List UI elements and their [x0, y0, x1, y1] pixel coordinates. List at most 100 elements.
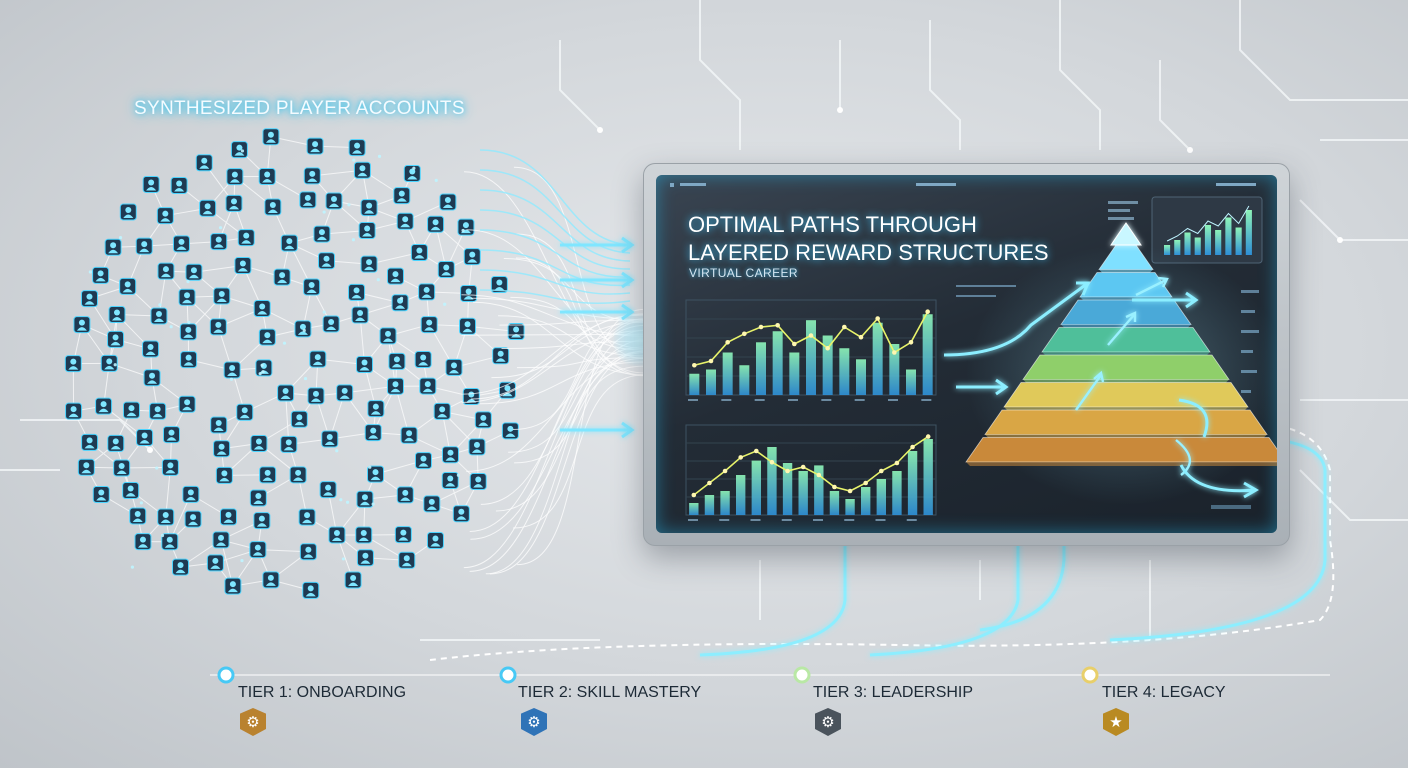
player-avatar-icon — [195, 154, 213, 172]
player-avatar-icon — [253, 300, 271, 318]
player-avatar-icon — [209, 318, 227, 336]
network-spark — [339, 498, 343, 502]
stream-line — [517, 308, 646, 566]
network-spark — [218, 226, 223, 230]
network-spark — [187, 320, 191, 324]
player-avatar-icon — [215, 466, 233, 484]
tier-3-label: TIER 3: LEADERSHIP — [813, 684, 974, 701]
player-avatar-icon — [157, 262, 175, 280]
player-avatar-icon — [172, 558, 190, 576]
player-avatar-icon — [236, 403, 254, 421]
stream-line — [479, 149, 631, 246]
player-avatar-icon — [108, 306, 126, 324]
network-spark — [260, 363, 264, 367]
network-spark — [335, 449, 339, 453]
player-avatar-icon — [280, 435, 298, 453]
stream-line — [470, 313, 646, 400]
network-spark — [371, 502, 375, 506]
player-avatar-icon — [393, 187, 411, 205]
network-spark — [368, 465, 372, 469]
chart-bar — [739, 365, 750, 395]
player-avatar-icon — [277, 384, 295, 402]
pyramid-layer — [1041, 327, 1211, 353]
network-spark — [352, 158, 356, 162]
player-avatar-icon — [501, 422, 519, 440]
pyramid-paths — [1075, 276, 1191, 476]
player-avatar-icon — [400, 426, 418, 444]
pyramid-layer — [965, 437, 1277, 463]
chart-point — [879, 468, 884, 474]
player-avatar-icon — [507, 322, 525, 340]
player-avatar-icon — [149, 402, 167, 420]
stream-line — [479, 169, 631, 254]
pyramid-apex — [1110, 222, 1142, 246]
player-avatar-icon — [77, 458, 95, 476]
player-avatar-icon — [419, 377, 437, 395]
stream-line — [469, 339, 646, 572]
chart-point — [808, 333, 814, 338]
player-avatar-icon — [210, 233, 228, 251]
tier-3-node — [793, 666, 811, 684]
player-avatar-icon — [199, 199, 217, 217]
player-avatar-icon — [226, 168, 244, 186]
player-avatar-icon — [273, 268, 291, 286]
player-avatar-icon — [302, 581, 320, 599]
stream-line — [516, 233, 646, 374]
player-network — [64, 128, 525, 599]
pyramid-layer — [1022, 354, 1230, 380]
chart-bar — [839, 348, 850, 395]
headline-line-1: OPTIMAL PATHS THROUGH — [688, 212, 977, 237]
player-avatar-icon — [474, 411, 492, 429]
player-avatar-icon — [306, 137, 324, 155]
mini-chart-bar — [1204, 225, 1212, 255]
player-avatar-icon — [321, 430, 339, 448]
cog-icon: ⚙ — [521, 708, 547, 736]
player-avatar-icon — [303, 278, 321, 296]
player-avatar-icon — [92, 266, 110, 284]
chart-bar — [856, 359, 866, 395]
player-avatar-icon — [213, 287, 231, 305]
dashboard-subheading: VIRTUAL CAREER — [689, 266, 798, 280]
chart-frame — [685, 424, 937, 516]
network-spark — [240, 149, 245, 153]
player-avatar-icon — [427, 215, 445, 233]
dashboard-headline: OPTIMAL PATHS THROUGH LAYERED REWARD STR… — [688, 211, 1118, 267]
player-avatar-icon — [255, 359, 273, 377]
player-avatar-icon — [156, 207, 174, 225]
player-avatar-icon — [414, 350, 432, 368]
player-avatar-icon — [210, 416, 228, 434]
player-avatar-icon — [356, 490, 374, 508]
player-avatar-icon — [303, 167, 321, 185]
player-avatar-icon — [162, 426, 180, 444]
player-avatar-icon — [178, 288, 196, 306]
chart-bar — [806, 320, 816, 395]
network-spark — [118, 236, 123, 240]
network-spark — [302, 328, 306, 333]
network-spark — [155, 466, 159, 470]
player-avatar-icon — [264, 198, 282, 216]
player-avatar-icon — [360, 199, 378, 217]
player-avatar-icon — [367, 465, 385, 483]
player-avatar-icon — [142, 175, 160, 193]
player-avatar-icon — [396, 486, 414, 504]
player-avatar-icon — [237, 229, 255, 247]
chart-point — [708, 358, 714, 364]
player-avatar-icon — [157, 508, 175, 526]
stream-arrows — [560, 236, 635, 439]
player-avatar-icon — [250, 434, 268, 452]
stream-line — [479, 229, 631, 278]
player-avatar-icon — [367, 400, 385, 418]
player-avatar-icon — [356, 355, 374, 373]
chart-point — [722, 468, 728, 474]
network-spark — [169, 325, 173, 329]
pyramid-layer — [1060, 299, 1192, 325]
chart-bar — [922, 314, 933, 395]
chart-point — [792, 341, 797, 347]
mini-chart-bar — [1225, 217, 1232, 255]
player-avatar-icon — [119, 277, 137, 295]
player-avatar-icon — [122, 482, 140, 500]
player-avatar-icon — [81, 433, 99, 451]
mini-chart-bar — [1245, 210, 1252, 255]
player-avatar-icon — [290, 410, 308, 428]
